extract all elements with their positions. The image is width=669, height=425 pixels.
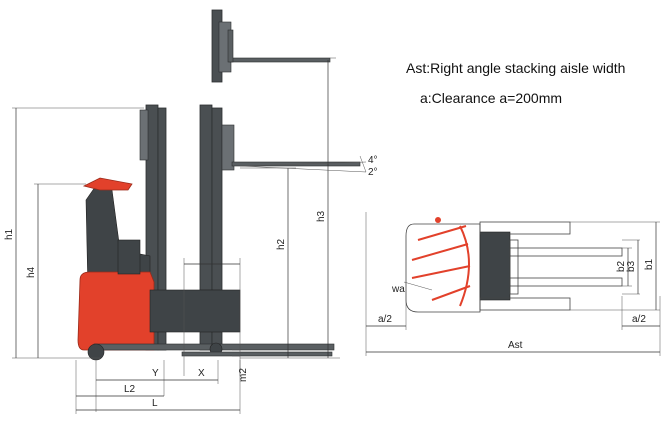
label-b3: b3 <box>626 260 637 272</box>
raised-carriage <box>211 9 331 83</box>
label-Ast: Ast <box>508 340 523 351</box>
top-red-stripe-2 <box>411 243 469 261</box>
top-leg-upper <box>479 221 571 235</box>
dim-h1: h1 <box>4 107 144 359</box>
top-red-stripe-3 <box>411 265 471 279</box>
top-fork-2 <box>509 277 623 287</box>
raised-fork-shank <box>227 29 234 63</box>
truck-body <box>77 177 335 361</box>
dim-bottom: Y X L2 L m2 <box>75 258 249 414</box>
top-mechanism <box>479 231 511 301</box>
top-fork-1 <box>509 247 623 257</box>
top-leg-lower <box>479 297 571 311</box>
battery-hood <box>77 271 155 351</box>
label-h2: h2 <box>276 238 287 250</box>
dim-h4: h4 <box>26 183 86 358</box>
side-view: h1 h4 h2 h3 <box>4 9 378 414</box>
label-b2: b2 <box>616 260 627 272</box>
label-Y: Y <box>152 368 159 379</box>
reach-carriage <box>221 124 235 171</box>
chassis-leg <box>149 289 241 333</box>
top-red-stripe-1 <box>417 225 467 241</box>
top-red-stripe-4 <box>431 285 471 301</box>
drive-wheel <box>87 343 105 361</box>
label-m2: m2 <box>238 368 249 382</box>
tilt-angles: 4° 2° <box>239 155 378 178</box>
label-h3: h3 <box>316 210 327 222</box>
top-red-marker <box>435 217 441 223</box>
outer-mast-head <box>139 109 149 161</box>
label-L2: L2 <box>124 384 136 395</box>
top-view: wa b2 b3 b1 a/2 a/2 Ast <box>365 212 661 356</box>
label-tilt-forward: 4° <box>368 155 378 166</box>
seat-back <box>117 239 141 275</box>
label-b1: b1 <box>644 258 655 270</box>
label-wa: wa <box>391 284 405 295</box>
label-a2-right: a/2 <box>632 314 646 325</box>
note-ast-definition: Ast:Right angle stacking aisle width <box>406 60 626 76</box>
label-a2-left: a/2 <box>378 314 392 325</box>
dim-h3: h3 <box>240 57 340 359</box>
top-red-arc <box>459 225 470 307</box>
raised-fork <box>229 57 331 63</box>
label-tilt-back: 2° <box>368 167 378 178</box>
top-fork-carriage <box>509 239 519 295</box>
label-L: L <box>152 398 158 409</box>
label-X: X <box>198 368 205 379</box>
label-h4: h4 <box>26 266 37 278</box>
note-clearance: a:Clearance a=200mm <box>420 90 563 106</box>
lowered-fork <box>181 351 333 357</box>
dim-h2: h2 <box>240 167 296 358</box>
steering-tiller <box>82 177 133 191</box>
label-h1: h1 <box>4 228 15 240</box>
